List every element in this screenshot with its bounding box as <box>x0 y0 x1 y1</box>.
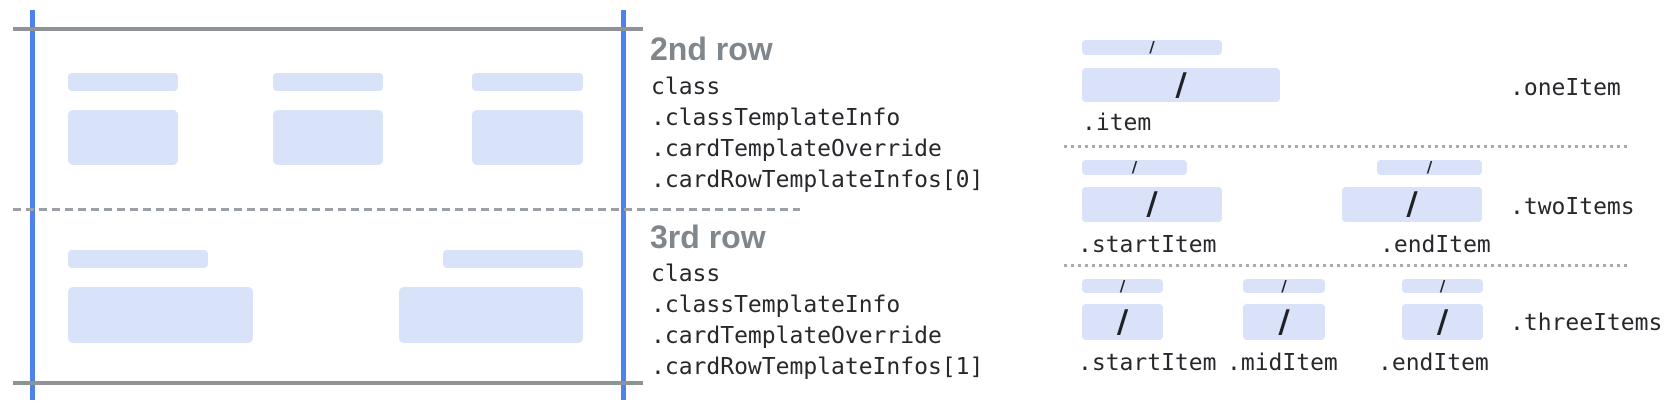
row-heading: 3rd row <box>650 219 766 255</box>
field-label-placeholder <box>472 73 583 91</box>
template-name-label: .oneItem <box>1510 75 1621 101</box>
item-value-bar: / <box>1082 68 1280 102</box>
slash-glyph: / <box>1281 276 1287 295</box>
field-label-placeholder <box>68 250 208 268</box>
template-name-label: .threeItems <box>1510 310 1663 336</box>
item-label-bar: / <box>1082 160 1187 175</box>
field-value-placeholder <box>68 287 253 343</box>
item-value-bar: / <box>1402 304 1483 340</box>
path-line: .cardTemplateOverride <box>651 136 942 162</box>
field-value-placeholder <box>273 110 383 165</box>
item-field-label: .item <box>1082 110 1152 136</box>
template-divider-dotted-line <box>1064 264 1630 267</box>
slash-glyph: / <box>1116 303 1129 340</box>
item-field-label: .startItem <box>1078 350 1217 376</box>
slash-glyph: / <box>1278 303 1290 340</box>
item-label-bar: / <box>1082 276 1163 295</box>
item-field-label: .endItem <box>1378 350 1489 376</box>
item-value-bar: / <box>1243 304 1325 340</box>
item-label-bar: / <box>1082 40 1222 55</box>
path-line: .cardRowTemplateInfos[1] <box>651 354 984 380</box>
slash-glyph: / <box>1131 158 1138 176</box>
field-label-placeholder <box>443 250 583 268</box>
field-value-placeholder <box>399 287 583 343</box>
card-left-edge-guide <box>30 10 35 400</box>
card-bottom-edge-guide <box>13 381 643 385</box>
path-line: class <box>651 261 721 287</box>
card-right-edge-guide <box>621 10 626 400</box>
slash-glyph: / <box>1436 303 1449 340</box>
item-label-bar: / <box>1243 276 1325 295</box>
slash-glyph: / <box>1439 276 1446 295</box>
slash-glyph: / <box>1426 158 1433 176</box>
item-field-label: .midItem <box>1227 350 1338 376</box>
item-field-label: .startItem <box>1078 232 1217 258</box>
path-line: .cardTemplateOverride <box>651 323 942 349</box>
item-value-bar: / <box>1082 187 1222 222</box>
row-class-path: class .classTemplateInfo .cardTemplateOv… <box>651 259 983 383</box>
template-name-label: .twoItems <box>1510 194 1635 220</box>
item-value-bar: / <box>1082 304 1163 340</box>
path-line: class <box>651 74 721 100</box>
row-divider-dashed-line <box>13 208 800 211</box>
field-label-placeholder <box>273 73 383 91</box>
row-class-path: class .classTemplateInfo .cardTemplateOv… <box>651 72 983 196</box>
field-label-placeholder <box>68 73 178 91</box>
path-line: .classTemplateInfo <box>651 105 901 131</box>
item-label-bar: / <box>1402 276 1483 295</box>
slash-glyph: / <box>1175 66 1187 103</box>
field-value-placeholder <box>68 110 178 165</box>
item-field-label: .endItem <box>1380 232 1491 258</box>
slash-glyph: / <box>1149 38 1155 56</box>
slash-glyph: / <box>1119 276 1126 295</box>
path-line: .cardRowTemplateInfos[0] <box>651 167 984 193</box>
item-value-bar: / <box>1342 187 1482 222</box>
item-label-bar: / <box>1377 160 1482 175</box>
path-line: .classTemplateInfo <box>651 292 901 318</box>
slash-glyph: / <box>1146 186 1158 222</box>
card-top-edge-guide <box>13 27 643 31</box>
row-heading: 2nd row <box>650 31 773 67</box>
field-value-placeholder <box>472 110 583 165</box>
slash-glyph: / <box>1406 186 1418 222</box>
template-divider-dotted-line <box>1064 145 1630 148</box>
